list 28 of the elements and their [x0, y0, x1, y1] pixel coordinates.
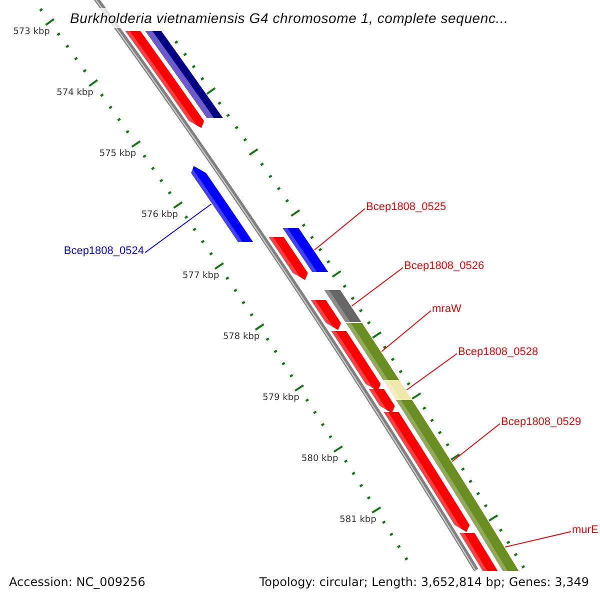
scale-label: 578 kbp — [222, 333, 260, 342]
gene-feature — [188, 166, 254, 242]
gene-label: Bcep1808_0524 — [64, 246, 144, 257]
gene-feature — [282, 228, 328, 272]
gene-feature — [473, 523, 519, 571]
gene-feature — [346, 323, 400, 380]
leader-line — [406, 353, 458, 390]
leader-line — [314, 208, 366, 250]
leader-line — [381, 310, 432, 352]
leader-line — [452, 423, 500, 462]
scale-label: 579 kbp — [262, 394, 300, 403]
gene-label: murE — [572, 525, 598, 536]
gene-label: Bcep1808_0526 — [404, 261, 484, 272]
gene-label: Bcep1808_0525 — [366, 202, 446, 213]
gene-feature — [324, 290, 362, 322]
leader-line — [144, 204, 212, 254]
gene-feature — [383, 380, 412, 400]
gene-feature — [396, 400, 490, 523]
scale-label: 574 kbp — [56, 89, 94, 98]
gene-label: Bcep1808_0529 — [501, 417, 582, 428]
gene-label: Bcep1808_0528 — [458, 347, 538, 358]
scale-label: 573 kbp — [13, 28, 50, 37]
scale-label: 575 kbp — [99, 150, 136, 159]
scale-label: 580 kbp — [302, 455, 338, 464]
gene-label: mraW — [432, 304, 462, 315]
scale-label: 577 kbp — [182, 272, 220, 281]
leader-line — [351, 267, 404, 306]
leader-line — [504, 531, 572, 548]
